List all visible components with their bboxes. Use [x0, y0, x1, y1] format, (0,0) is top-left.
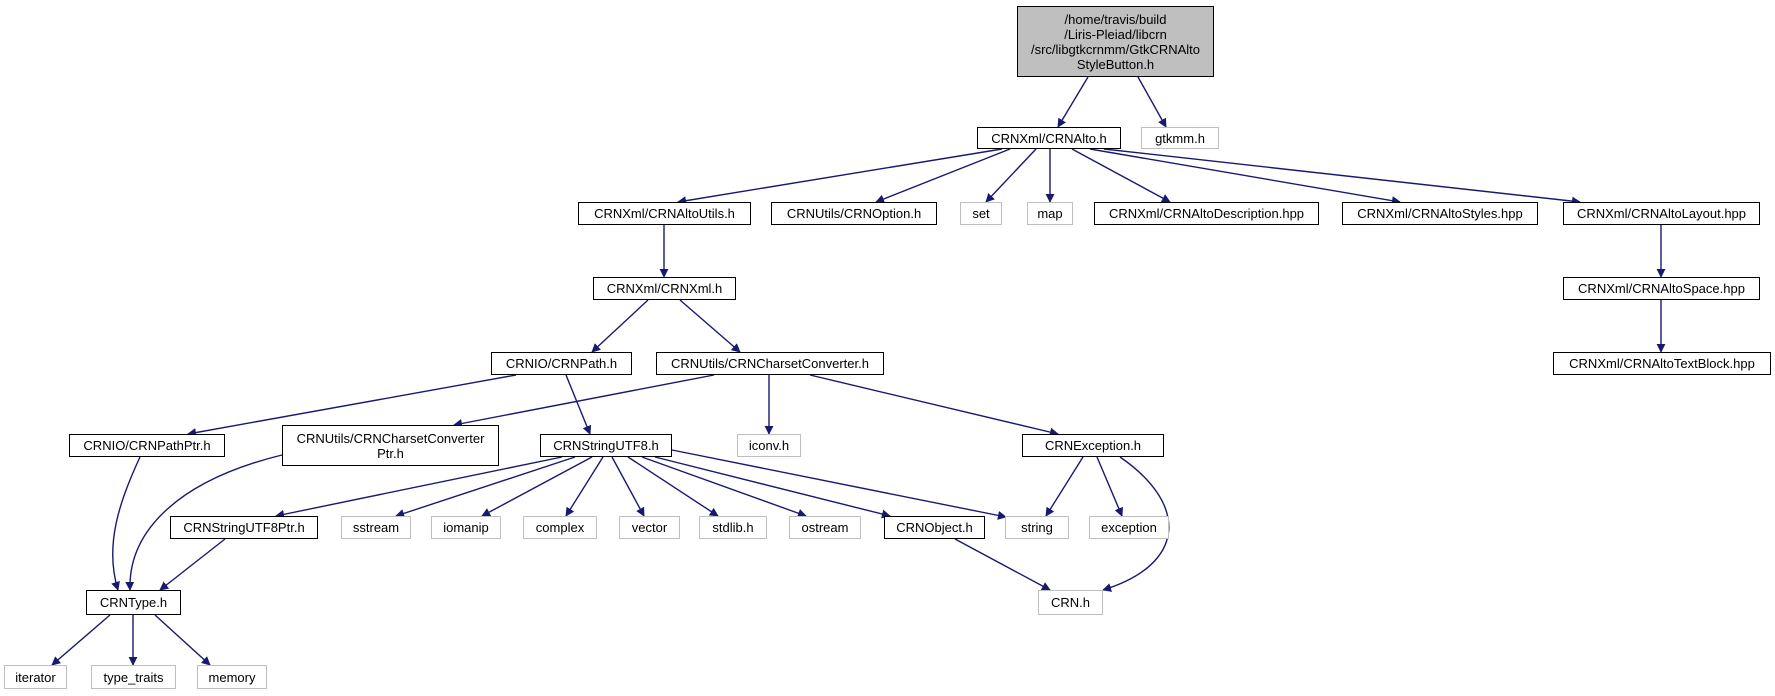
- edge-stringutf8-to-string: [671, 449, 1007, 520]
- node-type-traits: type_traits: [91, 665, 176, 689]
- node-crnxml[interactable]: CRNXml/CRNXml.h: [593, 277, 736, 300]
- node-iomanip: iomanip: [431, 516, 501, 539]
- edge-crnxml-to-crnpath: [591, 299, 649, 353]
- node-crnaltodescription[interactable]: CRNXml/CRNAltoDescription.hpp: [1094, 202, 1319, 225]
- edge-exception-to-string: [1045, 456, 1084, 517]
- edge-crnalto-to-altolayout: [1103, 148, 1581, 206]
- edge-exception-to-stdexception: [1096, 456, 1123, 517]
- edge-stringutf8-to-vector: [611, 456, 645, 517]
- node-map: map: [1027, 202, 1073, 225]
- edge-stringutf8-to-complex: [565, 456, 604, 517]
- edge-utf8ptr-to-crntype: [159, 538, 226, 591]
- node-crnaltolayout[interactable]: CRNXml/CRNAltoLayout.hpp: [1563, 202, 1760, 225]
- edge-charsetptr-to-crntype: [125, 454, 283, 591]
- node-crncharsetconverterptr[interactable]: CRNUtils/CRNCharsetConverter Ptr.h: [282, 425, 499, 466]
- node-memory: memory: [197, 665, 267, 689]
- node-string: string: [1005, 516, 1069, 539]
- node-exception: exception: [1089, 516, 1169, 539]
- node-crn: CRN.h: [1038, 590, 1103, 615]
- node-crnexception[interactable]: CRNException.h: [1022, 434, 1164, 457]
- edge-root-to-crnalto: [1057, 76, 1089, 128]
- node-ostream: ostream: [789, 516, 861, 539]
- node-complex: complex: [523, 516, 597, 539]
- node-crnalto[interactable]: CRNXml/CRNAlto.h: [977, 127, 1121, 149]
- node-crnaltoutils[interactable]: CRNXml/CRNAltoUtils.h: [578, 202, 751, 225]
- edge-stringutf8-to-ostream: [641, 456, 807, 518]
- node-gtkmm: gtkmm.h: [1141, 127, 1219, 149]
- edge-stringutf8-to-stdlib: [627, 456, 719, 517]
- node-crnpath[interactable]: CRNIO/CRNPath.h: [491, 352, 632, 375]
- edge-charsetconv-to-exception: [809, 374, 1059, 437]
- edge-crnalto-to-altoutils: [677, 148, 1003, 206]
- node-crnaltotextblock[interactable]: CRNXml/CRNAltoTextBlock.hpp: [1553, 352, 1771, 375]
- edge-stringutf8-to-crnobject: [654, 456, 891, 519]
- node-iterator: iterator: [4, 665, 67, 689]
- node-crncharsetconverter[interactable]: CRNUtils/CRNCharsetConverter.h: [656, 352, 884, 375]
- edge-crnobject-to-crn: [954, 538, 1051, 591]
- edge-crnalto-to-altostyles: [1089, 148, 1401, 206]
- node-crnobject[interactable]: CRNObject.h: [884, 516, 985, 539]
- node-gtkcrnaltostylebutton: /home/travis/build /Liris-Pleiad/libcrn …: [1017, 6, 1214, 77]
- edge-crnalto-to-option: [875, 148, 1011, 204]
- node-crnpathptr[interactable]: CRNIO/CRNPathPtr.h: [69, 434, 225, 457]
- edge-crnpath-to-pathptr: [187, 374, 517, 437]
- node-set: set: [960, 202, 1002, 225]
- edge-crntype-to-memory: [154, 614, 211, 666]
- node-crnstringutf8ptr[interactable]: CRNStringUTF8Ptr.h: [170, 516, 318, 539]
- node-crntype[interactable]: CRNType.h: [86, 590, 181, 615]
- node-sstream: sstream: [341, 516, 411, 539]
- edge-crnpath-to-stringutf8: [565, 374, 592, 435]
- node-iconv: iconv.h: [737, 434, 801, 457]
- node-crnaltostyles[interactable]: CRNXml/CRNAltoStyles.hpp: [1342, 202, 1538, 225]
- node-stdlib: stdlib.h: [699, 516, 767, 539]
- node-crnoption[interactable]: CRNUtils/CRNOption.h: [771, 202, 937, 225]
- node-crnstringutf8[interactable]: CRNStringUTF8.h: [540, 434, 672, 457]
- edge-stringutf8-to-iomanip: [481, 456, 593, 517]
- edge-stringutf8-to-utf8ptr: [275, 456, 563, 519]
- edge-crnalto-to-altodesc: [1071, 148, 1171, 203]
- edge-charsetconv-to-charsetptr: [453, 374, 715, 428]
- node-vector: vector: [619, 516, 680, 539]
- edge-crnxml-to-charsetconv: [679, 299, 741, 353]
- edge-stringutf8-to-sstream: [395, 456, 576, 518]
- node-crnaltospace[interactable]: CRNXml/CRNAltoSpace.hpp: [1563, 277, 1760, 300]
- edge-crntype-to-iterator: [51, 614, 111, 666]
- edge-crnalto-to-set: [985, 148, 1037, 203]
- edge-pathptr-to-crntype: [111, 456, 141, 591]
- edge-root-to-gtkmm: [1137, 76, 1167, 128]
